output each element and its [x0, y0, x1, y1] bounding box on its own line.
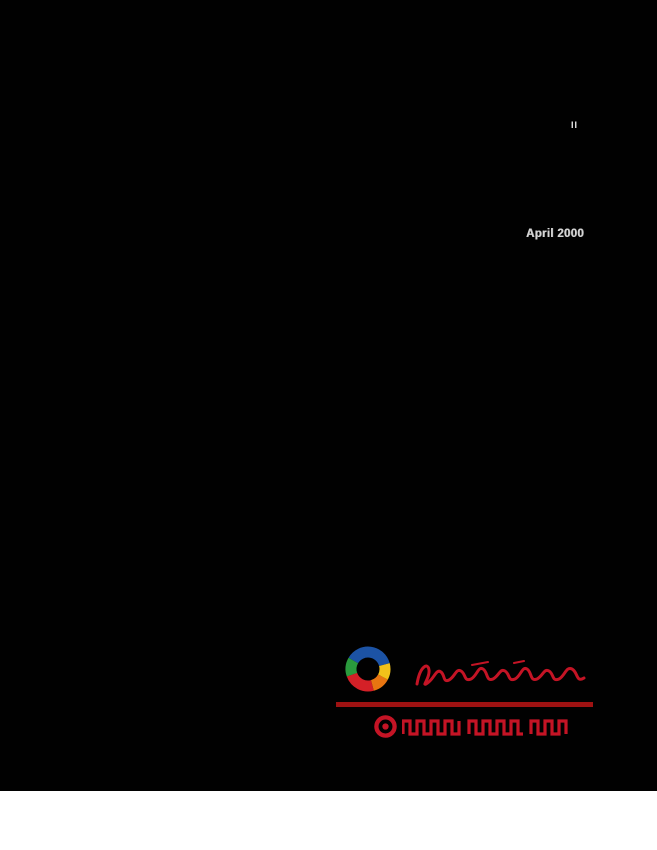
- red-block-wordmark: [402, 719, 568, 736]
- multicolor-swirl-logo: [345, 646, 391, 692]
- cover-date: April 2000: [526, 228, 584, 240]
- cover-black-field: II April 2000: [0, 0, 657, 791]
- page-bottom-margin: [0, 791, 657, 850]
- brand-lockup: [336, 641, 594, 745]
- red-target-badge-icon: [374, 715, 397, 738]
- header-mark: II: [571, 120, 579, 130]
- red-script-wordmark: [415, 660, 586, 686]
- red-rule: [336, 702, 593, 707]
